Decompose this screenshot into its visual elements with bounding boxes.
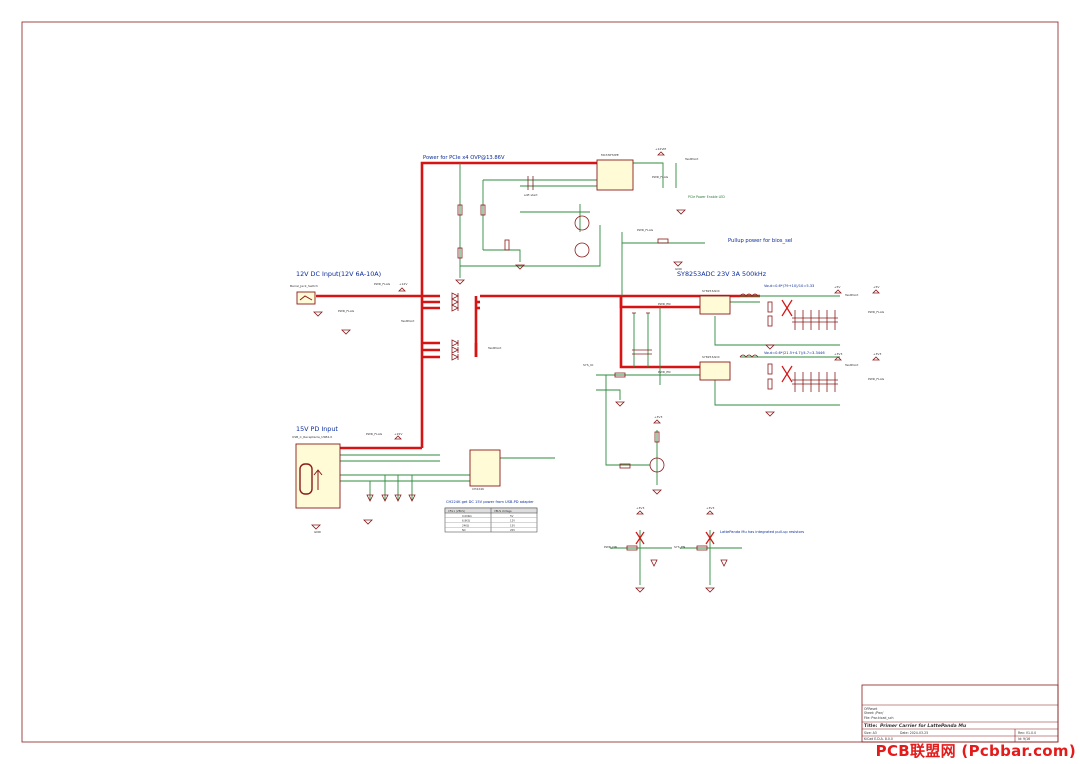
signal-wires <box>340 162 840 585</box>
pd-table-cell: 24KΩ <box>462 523 469 527</box>
pwr-flag-label-6: PWR_FLAG <box>366 432 383 436</box>
pwr-flag-label-2: PWR_FLAG <box>338 309 355 313</box>
pwr-flag-label-1: PWR_FLAG <box>374 282 391 286</box>
pwr-flag-label-7: PWR_FLAG <box>637 228 654 232</box>
pwr-flag-label-4: PWR_FLAG <box>868 310 885 314</box>
pcie-power-title: Power for PCIe x4 OVP@13.86V <box>423 155 505 161</box>
title-block-sheet-label: OFReset <box>864 707 878 711</box>
v12-label: +12V <box>399 282 408 286</box>
pwr-en-label-2: PWR_EN <box>658 370 671 374</box>
vout1-formula: Vout=0.6*(79+10)/10=5.33 <box>764 284 814 288</box>
v3v3-label-3: +3V3 <box>654 415 662 419</box>
dc-input-title: 12V DC Input(12V 6A-10A) <box>296 270 381 278</box>
pd-table-grid <box>444 507 538 533</box>
ch224-label: CH224K <box>472 487 485 491</box>
vout2-formula: Vout=0.6*(21.5+4.7)/4.7=3.3446 <box>764 351 825 355</box>
v3v3-label-1: +3V3 <box>834 352 842 356</box>
title-block-kicad: KiCad E.D.A. 8.0.0 <box>864 737 893 741</box>
ch224k-ic <box>469 449 501 487</box>
v5-label-1: +5V <box>834 285 841 289</box>
title-block-date: Date: 2024-03-25 <box>900 731 928 735</box>
gnd-label-1: GND <box>314 530 322 534</box>
title-block-size: Size: A3 <box>864 731 877 735</box>
v12cap-label: +12VM <box>655 147 666 151</box>
power-net-12v <box>316 161 760 450</box>
buck2-label: SY8253ADC <box>702 355 720 359</box>
pd-table-cell: 12V <box>510 519 515 523</box>
title-block-rev: Rev: V1.0.0 <box>1018 731 1036 735</box>
pd-table-cell: 6.8KΩ <box>462 519 470 523</box>
buck-title: SY8253ADC 23V 3A 500kHz <box>677 270 767 278</box>
pd-input-title: 15V PD Input <box>296 425 338 433</box>
v15-label: +15V <box>394 432 403 436</box>
soft-start-label: soft start <box>524 193 538 197</box>
barrel-jack <box>296 291 316 305</box>
pullup-title: Pullup power for bios_sel <box>728 238 792 244</box>
title-block-frame <box>861 684 1059 743</box>
buck1-label: SY8253ADC <box>702 289 720 293</box>
pd-table-cell: 20V <box>510 528 515 532</box>
pwrdn-label: PWR_DN <box>604 545 617 549</box>
title-block-title: Primer Carrier for LattePanda Mu <box>880 723 967 729</box>
pd-note: CH224K get DC 15V power from USB-PD adap… <box>446 500 534 504</box>
title-block-sheet: Sheet: /Pwr/ <box>864 711 884 715</box>
sheet-frame <box>21 21 1059 743</box>
component-symbols <box>295 151 1059 743</box>
gnd-label-2: GND <box>675 267 683 271</box>
testpoint-label-3: TestPoint <box>684 157 699 161</box>
title-block-file: File: Pwr.kicad_sch <box>864 716 893 720</box>
pd-table-header-0: CFG1 (VBUS) <box>448 509 465 513</box>
title-block-id: Id: 9/16 <box>1018 737 1030 741</box>
pd-table-cell: 5V <box>510 514 514 518</box>
testpoint-label-1: TestPoint <box>400 319 415 323</box>
v3v3-label-4: +3V3 <box>636 506 644 510</box>
usbc-label: USB_C_Receptacle_USB2.0 <box>292 435 332 439</box>
sys-io-label: SYS_IO <box>583 363 594 367</box>
pcie-led-label: PCIe Power Enable LED <box>688 195 725 199</box>
pd-table-cell: 15V <box>510 523 515 527</box>
v3v3-label-2: +3V3 <box>873 352 881 356</box>
testpoint-label-4: TestPoint <box>844 293 859 297</box>
pd-table-cell: NC <box>462 528 466 532</box>
pwr-flag-label-5: PWR_FLAG <box>868 377 885 381</box>
testpoint-label-2: TestPoint <box>487 346 502 350</box>
ovp-ic-label: MC33PT2PE <box>601 153 619 157</box>
title-block-title-label: Title: <box>864 723 878 729</box>
pwr-flag-label-3: PWR_FLAG <box>652 175 669 179</box>
pd-table-header-1: VBUS Voltage <box>494 509 512 513</box>
watermark-text: PCB联盟网 (Pcbbar.com) <box>875 742 1076 760</box>
pwr-en-label-1: PWR_EN <box>658 302 671 306</box>
testpoint-label-5: TestPoint <box>844 363 859 367</box>
pd-table-cell: 0.00KΩ <box>462 514 471 518</box>
ovp-ic <box>596 159 634 191</box>
sys-en-label: SYS_EN <box>674 545 685 549</box>
buck-ic-1 <box>699 295 731 315</box>
jack-label: Barrel_Jack_Switch <box>290 284 318 288</box>
v3v3-label-5: +3V3 <box>706 506 714 510</box>
buck-ic-2 <box>699 361 731 381</box>
v5-label-2: +5V <box>873 285 880 289</box>
schematic-text: Power for PCIe x4 OVP@13.86V 12V DC Inpu… <box>290 147 1036 741</box>
lattepanda-note: LattePanda Mu has integrated pull-up res… <box>720 530 804 534</box>
